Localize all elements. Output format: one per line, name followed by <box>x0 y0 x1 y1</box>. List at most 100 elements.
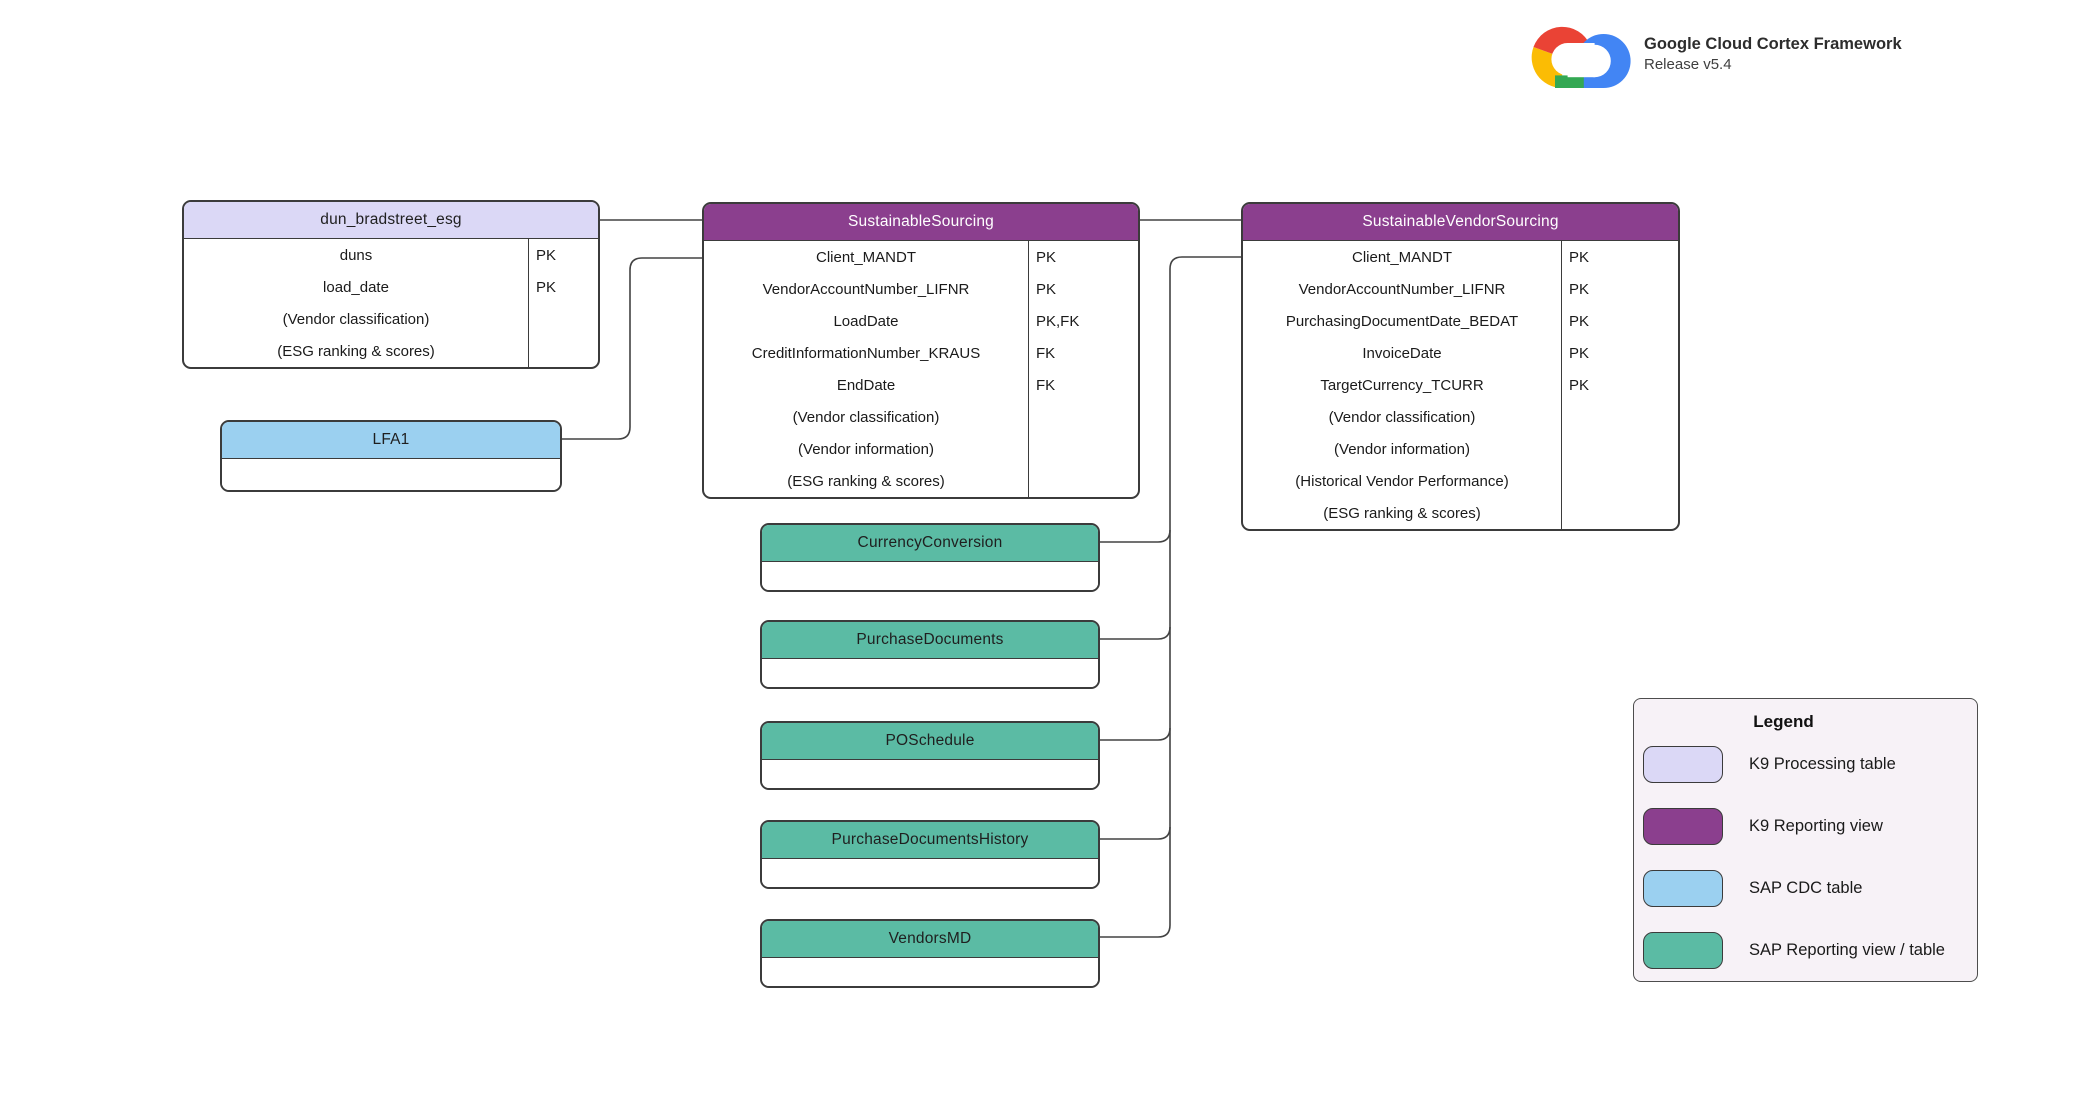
field-name: load_date <box>323 278 389 296</box>
wire-poschedule-branch <box>1100 727 1171 741</box>
entity-title: PurchaseDocumentsHistory <box>762 822 1098 859</box>
legend: Legend K9 Processing table K9 Reporting … <box>1633 698 1978 982</box>
entity-dun-bradstreet-esg: dun_bradstreet_esg duns PK load_date PK … <box>182 200 600 369</box>
entity-empty-body <box>762 659 1098 687</box>
legend-label: K9 Reporting view <box>1749 817 1883 835</box>
key-indicator: PK,FK <box>1028 305 1138 337</box>
entity-purchase-documents: PurchaseDocuments <box>760 620 1100 689</box>
field-name: duns <box>339 246 373 264</box>
key-indicator: PK <box>1561 273 1678 305</box>
entity-title: PurchaseDocuments <box>762 622 1098 659</box>
entity-title: dun_bradstreet_esg <box>184 202 598 239</box>
field-name: VendorAccountNumber_LIFNR <box>1298 280 1506 298</box>
key-indicator <box>1561 433 1678 465</box>
field-name: (Vendor classification) <box>282 310 430 328</box>
key-indicator <box>1028 465 1138 497</box>
entity-row: Client_MANDT PK <box>1243 241 1678 273</box>
key-indicator: PK <box>1561 369 1678 401</box>
entity-po-schedule: POSchedule <box>760 721 1100 790</box>
entity-row: LoadDate PK,FK <box>704 305 1138 337</box>
field-name: CreditInformationNumber_KRAUS <box>751 344 981 362</box>
release-version: Release v5.4 <box>1644 55 1732 73</box>
entity-row: PurchasingDocumentDate_BEDAT PK <box>1243 305 1678 337</box>
legend-color-swatch <box>1643 808 1723 845</box>
entity-row: InvoiceDate PK <box>1243 337 1678 369</box>
entity-row: EndDate FK <box>704 369 1138 401</box>
legend-color-swatch <box>1643 746 1723 783</box>
legend-item: K9 Reporting view <box>1643 808 1977 845</box>
key-indicator: FK <box>1028 337 1138 369</box>
key-indicator <box>1561 497 1678 529</box>
key-indicator <box>1561 465 1678 497</box>
legend-title: Legend <box>1753 712 1814 731</box>
key-indicator <box>528 303 598 335</box>
entity-row: (Vendor classification) <box>704 401 1138 433</box>
product-title: Google Cloud Cortex Framework <box>1644 35 1902 53</box>
key-indicator: PK <box>1561 337 1678 369</box>
key-indicator: FK <box>1028 369 1138 401</box>
entity-row: duns PK <box>184 239 598 271</box>
legend-item: SAP Reporting view / table <box>1643 932 1977 969</box>
entity-row: CreditInformationNumber_KRAUS FK <box>704 337 1138 369</box>
entity-sustainable-vendor-sourcing: SustainableVendorSourcing Client_MANDT P… <box>1241 202 1680 531</box>
entity-sustainable-sourcing: SustainableSourcing Client_MANDT PK Vend… <box>702 202 1140 499</box>
entity-title: CurrencyConversion <box>762 525 1098 562</box>
wire-purchasedocumentshistory-branch <box>1100 826 1171 840</box>
key-indicator <box>1561 401 1678 433</box>
field-name: (ESG ranking & scores) <box>277 342 435 360</box>
entity-row: VendorAccountNumber_LIFNR PK <box>1243 273 1678 305</box>
field-name: VendorAccountNumber_LIFNR <box>762 280 970 298</box>
wire-purchasedocuments-branch <box>1100 626 1171 640</box>
brand-text: Google Cloud Cortex Framework Release v5… <box>1644 34 1902 75</box>
legend-label: SAP Reporting view / table <box>1749 941 1945 959</box>
entity-rows: Client_MANDT PK VendorAccountNumber_LIFN… <box>704 241 1138 497</box>
key-indicator: PK <box>528 271 598 303</box>
entity-empty-body <box>762 859 1098 887</box>
entity-currency-conversion: CurrencyConversion <box>760 523 1100 592</box>
legend-color-swatch <box>1643 932 1723 969</box>
legend-label: SAP CDC table <box>1749 879 1863 897</box>
entity-row: VendorAccountNumber_LIFNR PK <box>704 273 1138 305</box>
wire-currencyconversion-branch <box>1100 529 1171 543</box>
legend-color-swatch <box>1643 870 1723 907</box>
entity-row: (Vendor information) <box>704 433 1138 465</box>
google-cloud-logo-icon <box>1531 26 1631 88</box>
entity-row: (ESG ranking & scores) <box>704 465 1138 497</box>
wire-trunk-to-vendorsmd <box>1100 256 1241 938</box>
entity-empty-body <box>762 562 1098 590</box>
field-name: TargetCurrency_TCURR <box>1320 376 1484 394</box>
entity-row: (Vendor classification) <box>184 303 598 335</box>
key-indicator <box>1028 433 1138 465</box>
key-indicator: PK <box>1561 305 1678 337</box>
legend-item: K9 Processing table <box>1643 746 1977 783</box>
field-name: (Vendor classification) <box>792 408 940 426</box>
key-indicator <box>1028 401 1138 433</box>
entity-empty-body <box>222 459 560 490</box>
entity-empty-body <box>762 760 1098 788</box>
entity-vendors-md: VendorsMD <box>760 919 1100 988</box>
field-name: Client_MANDT <box>1351 248 1453 266</box>
field-name: Client_MANDT <box>815 248 917 266</box>
legend-item: SAP CDC table <box>1643 870 1977 907</box>
key-indicator: PK <box>1028 241 1138 273</box>
entity-title: VendorsMD <box>762 921 1098 958</box>
field-name: (ESG ranking & scores) <box>1323 504 1481 522</box>
key-indicator: PK <box>528 239 598 271</box>
field-name: (Vendor classification) <box>1328 408 1476 426</box>
legend-label: K9 Processing table <box>1749 755 1896 773</box>
entity-rows: duns PK load_date PK (Vendor classificat… <box>184 239 598 367</box>
field-name: EndDate <box>836 376 896 394</box>
entity-row: (ESG ranking & scores) <box>1243 497 1678 529</box>
entity-row: Client_MANDT PK <box>704 241 1138 273</box>
entity-title: LFA1 <box>222 422 560 459</box>
entity-row: TargetCurrency_TCURR PK <box>1243 369 1678 401</box>
field-name: (ESG ranking & scores) <box>787 472 945 490</box>
entity-lfa1: LFA1 <box>220 420 562 492</box>
entity-purchase-documents-history: PurchaseDocumentsHistory <box>760 820 1100 889</box>
entity-row: (Vendor classification) <box>1243 401 1678 433</box>
field-name: InvoiceDate <box>1362 344 1442 362</box>
field-name: LoadDate <box>833 312 899 330</box>
key-indicator: PK <box>1561 241 1678 273</box>
